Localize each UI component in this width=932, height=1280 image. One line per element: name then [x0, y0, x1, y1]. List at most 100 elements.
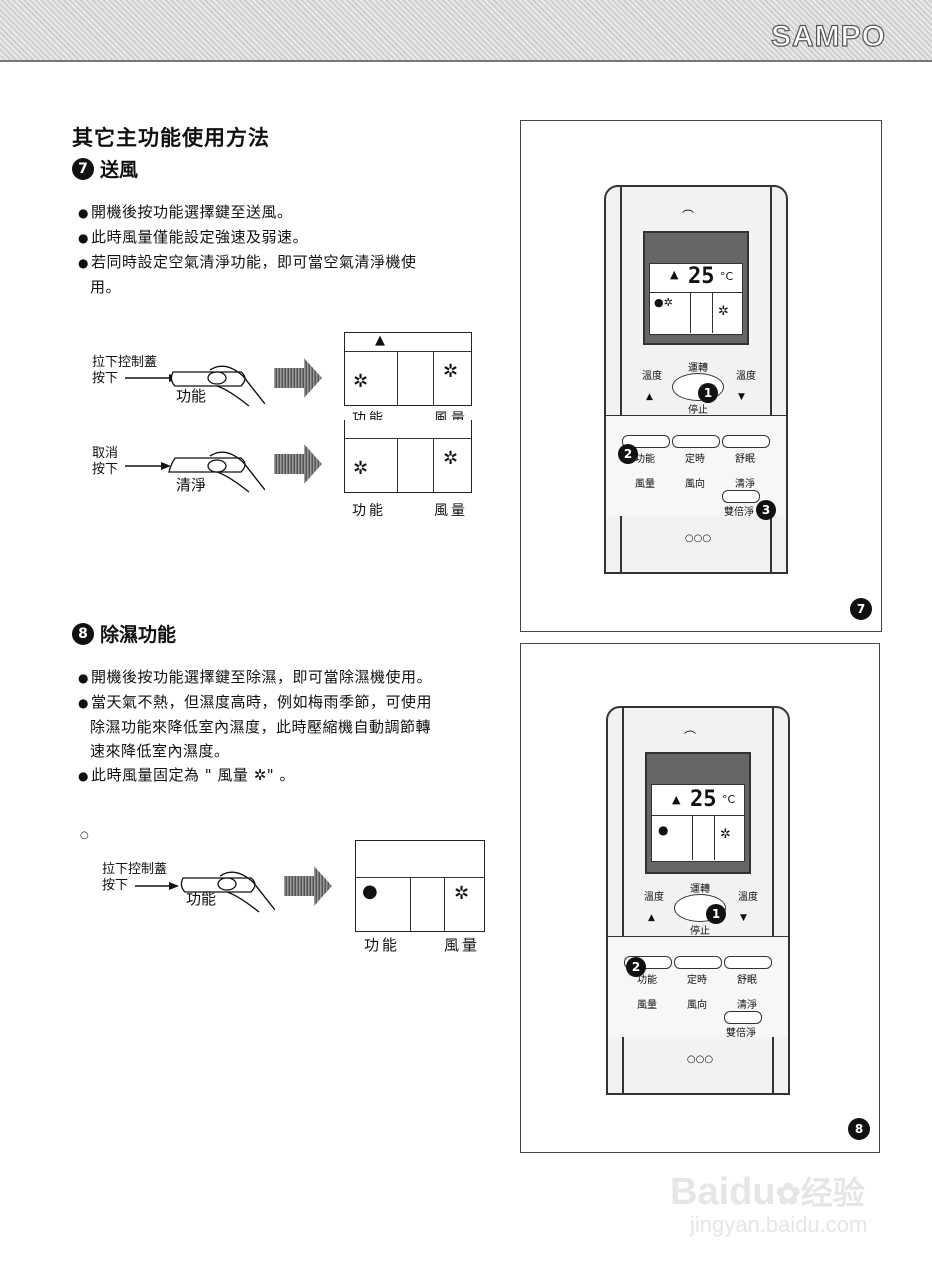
lcd-label-fan: 風量	[444, 936, 481, 954]
timer-label: 定時	[685, 454, 705, 465]
section8-title: 除濕功能	[100, 624, 177, 646]
timer-button[interactable]	[674, 956, 722, 969]
power-off-label: 停止	[688, 405, 708, 416]
diagram1-instruction: 拉下控制蓋 按下	[92, 355, 158, 386]
section7-number: 7	[72, 157, 94, 180]
bullet: ●此時風量固定為 " 風量 ✲" 。	[78, 766, 295, 784]
fan-icon: ✲	[443, 361, 459, 382]
water-drop-icon: ●✲	[654, 296, 673, 309]
double-clean-button[interactable]	[724, 1011, 762, 1024]
figure-8-frame	[520, 643, 880, 1153]
temp-up-label: 溫度	[736, 371, 756, 382]
function-label: 功能	[635, 454, 655, 465]
remote-screen: ▲ 25 °C ●✲ ✲	[643, 231, 749, 345]
temp-value: 25	[690, 787, 717, 812]
tree-icon: ▲	[670, 268, 679, 281]
bullet: 速來降低室內濕度。	[90, 742, 230, 760]
bullet: 用。	[90, 278, 122, 296]
lcd-label-function: 功能	[352, 503, 386, 519]
clean-label: 清淨	[735, 479, 755, 490]
section8-heading: 8 除濕功能	[72, 620, 176, 647]
fan-icon: ✲	[454, 883, 470, 904]
down-arrow-icon: ▲	[648, 913, 655, 923]
clean-label: 清淨	[737, 1000, 757, 1011]
water-drop-icon: ●	[362, 881, 378, 902]
temp-unit: °C	[722, 793, 736, 806]
hand-press-icon	[125, 451, 265, 493]
remote-control: ⌒ ▲ 25 °C ● ✲ 溫度 溫度 運轉 停止 ▲ ▼ 功能 定時 舒眠 風…	[606, 706, 790, 1095]
hand-press-icon	[125, 365, 265, 407]
figure-7-frame	[520, 120, 882, 632]
ir-emitter-icon: ⌒	[682, 209, 695, 223]
function-button-label: 功能	[186, 890, 217, 908]
section7-bullets: ●開機後按功能選擇鍵至送風。 ●此時風量僅能設定強速及弱速。 ●若同時設定空氣清…	[78, 200, 508, 299]
fan-icon: ✲	[443, 448, 459, 469]
bullet: ●當天氣不熱，但濕度高時，例如梅雨季節，可使用	[78, 693, 432, 711]
temp-unit: °C	[720, 270, 734, 283]
timer-button[interactable]	[672, 435, 720, 448]
header-bar	[0, 0, 932, 62]
timer-label: 定時	[687, 975, 707, 986]
bullet-marker: ○	[80, 830, 89, 841]
lcd-panel: ✲ ✲	[344, 420, 472, 493]
lcd-panel: ● ✲	[355, 840, 485, 932]
sleep-label: 舒眠	[735, 454, 755, 465]
sleep-label: 舒眠	[737, 975, 757, 986]
fan-icon: ✲	[353, 458, 369, 479]
hand-press-icon	[135, 871, 275, 913]
indicator-dots: ○○○	[684, 533, 712, 544]
indicator-dots: ○○○	[686, 1054, 714, 1065]
bullet: ●開機後按功能選擇鍵至送風。	[78, 203, 293, 221]
tree-icon: ▲	[672, 793, 681, 806]
callout-1: 1	[706, 904, 726, 924]
remote-lower-panel	[608, 936, 788, 1037]
down-arrow-icon: ▲	[646, 392, 653, 402]
fan-icon: ✲	[720, 827, 731, 842]
figure-badge-7: 7	[850, 598, 872, 620]
lcd-label-function: 功能	[364, 936, 401, 954]
fan-speed-label: 風量	[637, 1000, 657, 1011]
double-clean-label: 雙倍淨	[724, 507, 754, 518]
tree-icon: ▲	[375, 333, 385, 348]
temp-down-label: 溫度	[644, 892, 664, 903]
temp-up-label: 溫度	[738, 892, 758, 903]
right-arrow-icon	[274, 358, 322, 398]
sleep-button[interactable]	[724, 956, 772, 969]
swing-label: 風向	[687, 1000, 707, 1011]
function-label: 功能	[637, 975, 657, 986]
clean-button-label: 清淨	[176, 476, 207, 494]
temp-value: 25	[688, 264, 715, 289]
callout-2: 2	[626, 957, 646, 977]
figure-badge-8: 8	[848, 1118, 870, 1140]
diagram3-instruction: 拉下控制蓋 按下	[102, 862, 168, 893]
section7-heading: 7 送風	[72, 155, 138, 182]
diagram2-instruction: 取消 按下	[92, 446, 119, 477]
lcd-panel: ▲ ✲ ✲	[344, 332, 472, 406]
swing-label: 風向	[685, 479, 705, 490]
bullet: ●此時風量僅能設定強速及弱速。	[78, 228, 308, 246]
up-arrow-icon: ▼	[738, 392, 745, 402]
fan-icon: ✲	[353, 371, 369, 392]
power-on-label: 運轉	[688, 363, 708, 374]
ir-emitter-icon: ⌒	[684, 730, 697, 744]
power-off-label: 停止	[690, 926, 710, 937]
section8-bullets: ●開機後按功能選擇鍵至除濕，即可當除濕機使用。 ●當天氣不熱，但濕度高時，例如梅…	[78, 665, 518, 788]
section8-number: 8	[72, 622, 94, 645]
fan-icon: ✲	[253, 766, 267, 784]
temp-down-label: 溫度	[642, 371, 662, 382]
bullet: 除濕功能來降低室內濕度，此時壓縮機自動調節轉	[90, 718, 432, 736]
fan-icon: ✲	[718, 304, 729, 319]
water-drop-icon: ●	[658, 823, 669, 837]
watermark-brand: Baidu✿经验	[670, 1171, 865, 1213]
double-clean-button[interactable]	[722, 490, 760, 503]
brand-logo: SAMPO	[770, 19, 886, 53]
sleep-button[interactable]	[722, 435, 770, 448]
function-button[interactable]	[622, 435, 670, 448]
right-arrow-icon	[284, 866, 332, 906]
section7-title: 送風	[100, 159, 139, 181]
double-clean-label: 雙倍淨	[726, 1028, 756, 1039]
paw-icon: ✿	[775, 1178, 801, 1211]
callout-3: 3	[756, 500, 776, 520]
right-arrow-icon	[274, 444, 322, 484]
page-title: 其它主功能使用方法	[72, 126, 270, 150]
